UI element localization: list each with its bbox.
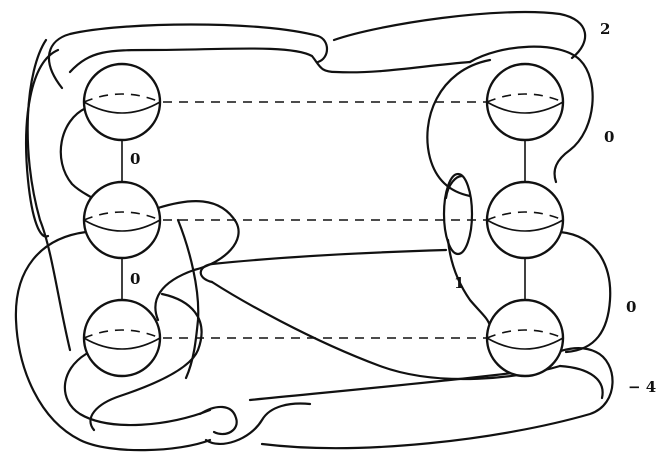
label-middle-right-gap: 0 [604,128,614,146]
label-bottom-left-gap: 0 [130,270,140,288]
strand-left-lower-inner [63,352,212,427]
strand-right-top-arc [468,45,594,184]
ball-right-middle-equator [486,219,564,232]
ball-connectors [121,139,526,300]
ball-right-middle-sphere [485,180,565,260]
ball-right-top-equator [486,101,564,114]
strand-bottom-clasp-a [198,405,238,436]
strand-bottom-long [248,370,522,402]
label-bottom-right-component: − 4 [628,378,656,396]
framing-labels: 0 0 2 0 1 0 − 4 [130,20,656,396]
ball-right-top-hidden-equator [486,93,564,103]
ball-left-bottom [82,298,162,378]
strand-bottom-outer [260,347,614,450]
ball-left-middle-hidden-equator [83,211,161,221]
strand-diagonal-start [199,248,448,284]
link-strands [14,10,614,452]
ball-right-top [485,62,565,142]
strand-left-ball1-side [59,106,94,200]
ball-left-top-sphere [82,62,162,142]
strand-left-lower-outer [14,230,212,452]
ball-right-middle-hidden-equator [486,211,564,221]
balls-right [485,62,565,378]
strand-right-middle-wrap [558,230,612,354]
strand-left-middle-wrap [154,200,240,322]
label-lower-right-component: 0 [626,298,636,316]
balls-left [82,62,162,378]
strand-long-diagonal [210,280,562,381]
ball-left-top-equator [83,101,161,114]
meridian-ring-front-arc [444,174,464,200]
ball-left-bottom-equator [83,337,161,350]
ball-right-bottom-equator [486,337,564,350]
strand-left-diag [89,292,203,432]
ball-left-middle-sphere [82,180,162,260]
ball-right-bottom-sphere [485,298,565,378]
ball-left-bottom-hidden-equator [83,329,161,339]
strand-bottom-clasp-b [204,402,312,445]
label-top-right-component: 2 [600,20,610,38]
ball-left-bottom-sphere [82,298,162,378]
ball-right-bottom-hidden-equator [486,329,564,339]
strand-top-outer-right [332,10,587,60]
ball-pairing-lines [163,101,488,339]
label-meridian-circle: 1 [454,274,464,292]
ball-left-top [82,62,162,142]
strand-top-outer [47,23,329,90]
strand-bottom-outer-top [558,364,604,400]
ball-left-top-hidden-equator [83,93,161,103]
ball-right-middle [485,180,565,260]
ball-right-bottom [485,298,565,378]
strand-top-inner [68,47,472,74]
ball-right-top-sphere [485,62,565,142]
label-top-left-gap: 0 [130,150,140,168]
strand-right-mid-left [446,238,492,328]
strand-left-outer [26,38,72,352]
ball-left-middle [82,180,162,260]
ball-left-middle-equator [83,219,161,232]
strand-top-left-outer [25,48,60,238]
meridian-circle-ring [442,172,474,256]
